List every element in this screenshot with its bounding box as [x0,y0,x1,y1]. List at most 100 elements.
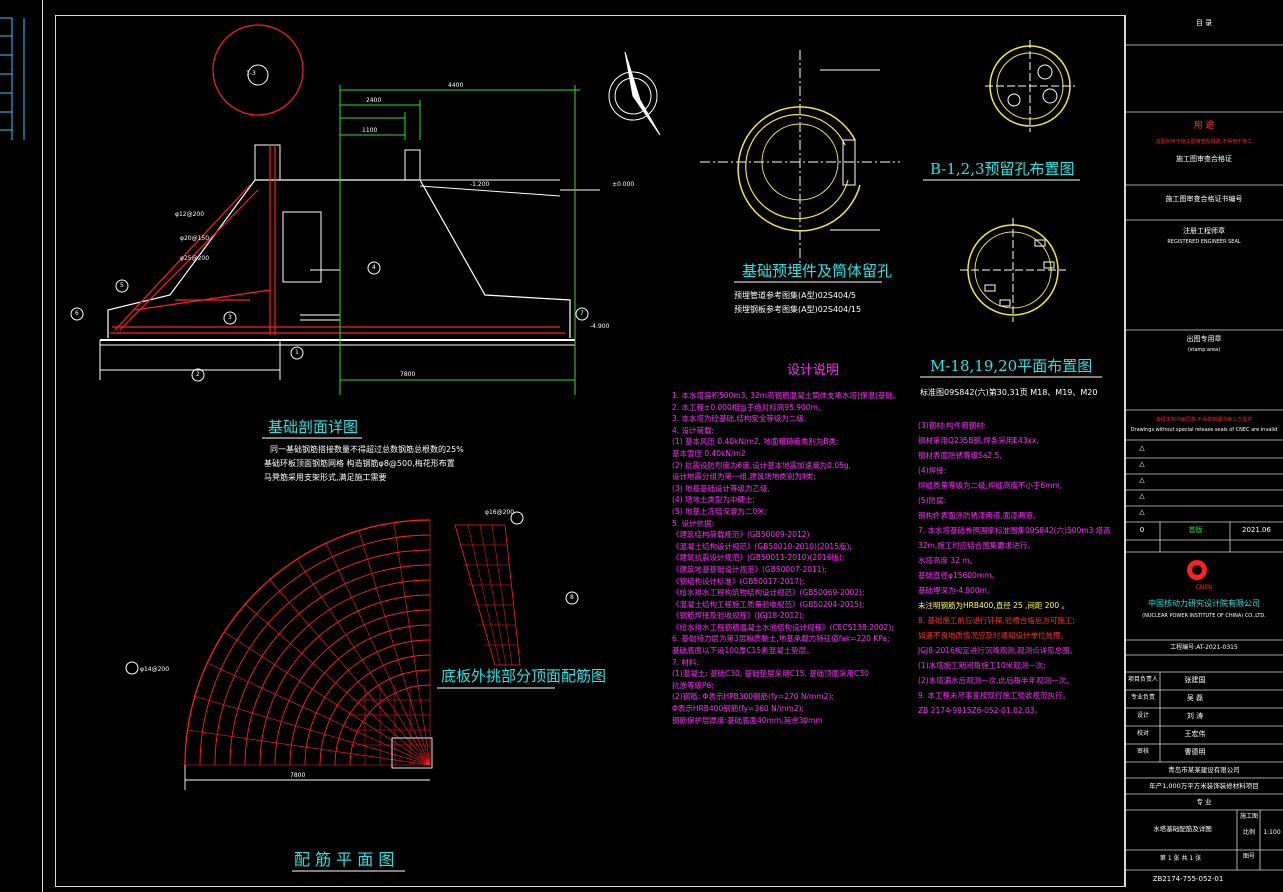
skirt-reinforcement [454,524,521,666]
note-line: 基础埋深为-4.900m。 [918,586,995,595]
note-line: 《钢结构设计标准》(GB50017-2017); [672,576,805,586]
tb-rev-no: 0 [1139,526,1145,534]
tb-company-logo: CNEN [1195,584,1213,591]
callout-7: 7 [580,310,584,317]
circle-mark: 1-3 [246,70,256,77]
design-notes-left: 1. 本水塔容积500m3, 32m高钢筋混凝土筒体支承水塔(保温)基础。 2.… [672,392,912,728]
note-line: 2. 本工程±0.000相当于绝对标高95.900m。 [672,402,826,412]
callout-3: 3 [228,314,232,321]
dim-bottom: 7800 [400,371,416,378]
tb-rev-status: 首版 [1188,526,1203,534]
note-line: 水塔高度 32 m。 [918,556,978,565]
note-line: 《给水排水工程钢筋混凝土水池结构设计规程》(CECS138:2002); [672,622,894,632]
note-line: 《建筑地基基础设计规范》(GB50007-2011); [672,564,827,574]
m-plan-note: 标准图09S842(六)第30,31页 M18、M19、M20 [920,388,1098,397]
tb-role-3: 设计 [1136,712,1149,719]
note-line: 设计地震分组为第一组,建筑场地类别为Ⅱ类; [672,472,816,482]
callout-markers [70,261,589,675]
note-line: 基础底面以下设100厚C15素混凝土垫层。 [672,646,814,656]
note-line: 6. 基础持力层为第3层粉质黏土,地基承载力特征值fak=220 KPa; [672,634,890,644]
callout-6: 6 [75,310,79,317]
m-plan-title: M-18,19,20平面布置图 [930,357,1093,375]
dim-top: 4400 [448,82,464,89]
note-line: 3. 本水塔为砼基础,结构安全等级为二级, [672,414,807,424]
embedded-note-1: 预埋管道参考图集(A型)02S404/5 [734,291,857,300]
rebar-label-4: φ14@200 [140,666,170,673]
callout-5: 5 [120,282,124,289]
tb-revision-en: Drawings without special release seals o… [1130,427,1278,433]
note-line: 《钢筋焊接及验收规程》(JGJ18-2012); [672,611,805,621]
foundation-section [99,85,600,395]
note-line: 钢材采用Q235B钢,焊条采用E43xx, [918,436,1039,445]
tb-scale: 1:100 [1263,829,1281,836]
tb-rev-1: △ [1139,444,1145,452]
tb-catalog: 目 录 [1195,19,1213,27]
callout-8: 8 [570,594,574,601]
tb-sheet-label: 专 业 [1196,798,1212,806]
b-holes-title: B-1,2,3预留孔布置图 [930,160,1075,178]
title-block [1125,15,1283,887]
tb-company-en: (NUCLEAR POWER INSTITUTE OF CHINA) CO.,L… [1142,613,1266,619]
section-title: 基础剖面详图 [268,418,359,436]
note-line: 32m,施工时应结合图集要求进行。 [918,541,1035,550]
tb-role-5: 审核 [1136,748,1149,755]
note-line: (3) 地基基础设计等级为乙级, [672,483,770,493]
note-line: 8. 基础施工前应进行钎探,验槽合格后方可施工; [918,616,1075,625]
tb-reg-engineer-en: REGISTERED ENGINEER SEAL [1167,239,1241,245]
note-line: 《给水排水工程构筑物结构设计规范》(GB50069-2002); [672,588,865,598]
note-line: 基础直径φ15600mm。 [918,571,999,580]
tb-design-seal: 出图专用章 [1186,335,1222,343]
note-line: 7. 本水塔基础参照国家标准图集09S842(六)500m3 塔高 [918,526,1111,535]
note-line: 9. 本工程未尽事宜按现行施工验收规范执行。 [918,691,1071,700]
note-line: Φ表示HRB400钢筋(fy=360 N/mm2); [672,704,805,714]
tb-drawing-no: ZB2174-755-052-01 [1152,875,1224,883]
dim-mid: 2400 [366,97,382,104]
reinforcement-plan [184,519,433,790]
plan-reinf-title: 配 筋 平 面 图 [294,850,395,869]
rebar-label-1: φ12@200 [175,211,205,218]
tb-usage: 用 途 [1193,121,1215,131]
callout-1: 1 [295,349,299,356]
title-block-grid [1125,44,1283,871]
note-line: 5. 设计依据: [672,518,715,528]
tb-rev-3: △ [1139,476,1145,484]
elev-top: ±0.000 [612,181,635,188]
dim-plan: 7800 [290,772,306,779]
tb-client: 青岛市某某建设有限公司 [1168,766,1240,774]
tb-rev-4: △ [1139,492,1145,500]
note-line: JGJ8-2016规定进行沉降观测,观测点详见总图。 [918,646,1078,655]
tb-usage-red: 本图仅用于施工图审查及报建,不得用于施工 [1155,139,1253,145]
tb-sheet-count: 第 1 张 共 1 张 [1159,855,1202,862]
tb-company-cn: 中国核动力研究设计院有限公司 [1148,599,1260,608]
section-note-1: 同一基础钢筋搭接数量不得超过总数钢筋总根数的25% [270,445,464,454]
tb-reg-engineer: 注册工程师章 [1183,227,1225,235]
north-arrow-icon [608,51,661,136]
note-line: (5)防腐: [918,496,947,505]
elev-bottom: -4.900 [590,323,610,330]
tb-stage-label: 施工图 [1239,813,1258,820]
tb-stage: 施工图审查合格证 [1176,155,1232,163]
note-line: 《混凝土结构工程施工质量验收规范》(GB50204-2015); [672,599,865,609]
embedded-parts-plan [700,50,900,268]
detail-circle [212,24,304,116]
note-line: (2) 抗震设防烈度为6度,设计基本地震加速度为0.05g, [672,460,852,470]
note-line: 《建筑抗震设计规范》(GB50011-2010)(2016版); [672,553,845,563]
section-note-2: 基础环板顶面钢筋网格 构造钢筋φ8@500,梅花形布置 [264,459,455,468]
left-binding-strip [0,0,43,892]
note-line: (3)钢材:构件用钢材: [918,421,987,430]
tb-role-2: 专业负责 [1130,694,1155,701]
callout-4: 4 [372,264,376,271]
note-line: 如遇不良地质情况应及时通知设计单位处理。 [918,631,1068,640]
section-note-3: 马凳筋采用支架形式,满足施工需要 [264,473,387,482]
note-line: (5) 地基土冻结深度为二0米; [672,506,768,516]
dim-ring: 1100 [362,127,378,134]
note-line: 4. 设计荷载: [672,425,715,435]
tb-role-1: 项目负责人 [1127,676,1158,683]
tb-rev-2: △ [1139,460,1145,468]
tb-name-4: 王宏伟 [1184,730,1206,738]
note-line: 钢材表面除锈等级Sa2.5, [918,451,1002,460]
left-strip-grid [0,17,25,140]
callout-2: 2 [196,371,200,378]
note-line: (2)水塔满水后观测一次,此后每半年观测一次。 [918,676,1074,685]
